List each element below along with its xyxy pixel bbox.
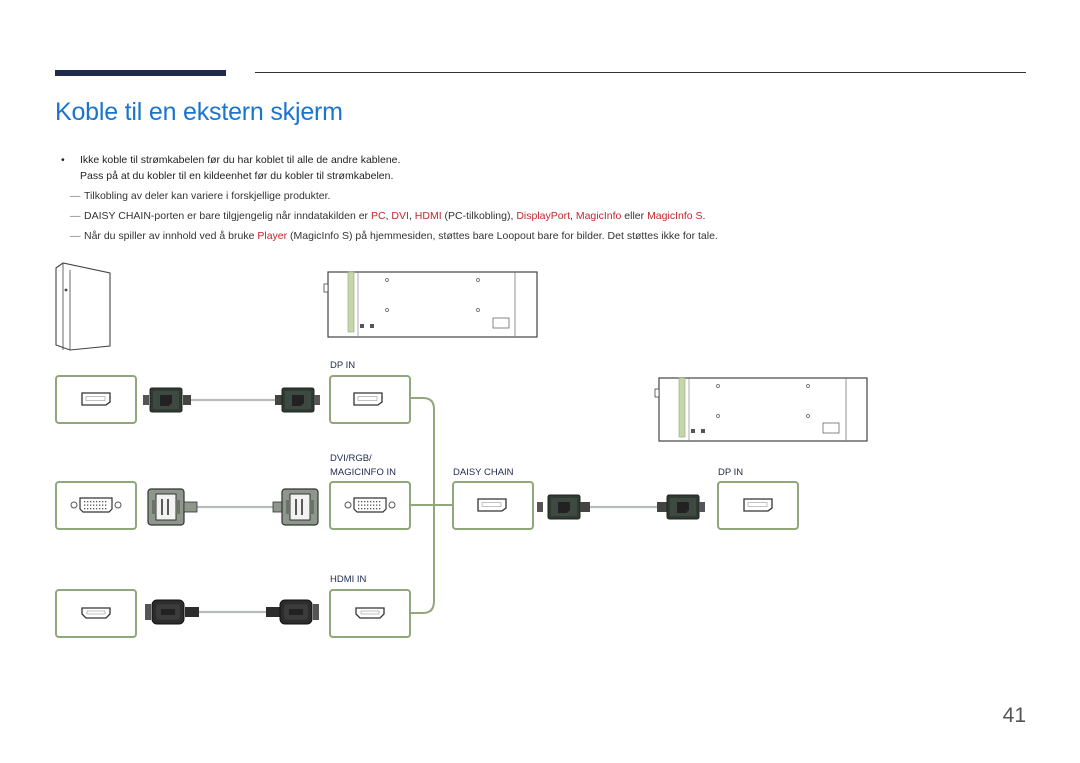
bullet-note: • Ikke koble til strømkabelen før du har… — [60, 152, 1020, 184]
port-label-magicinfo-in: MAGICINFO IN — [330, 467, 396, 478]
port-label-dp-in-second: DP IN — [718, 467, 743, 478]
dvi-plug-icon — [272, 488, 319, 526]
displayport-plug-icon — [143, 387, 191, 413]
note-1: — Tilkobling av deler kan variere i fors… — [60, 188, 1020, 204]
displayport-port-icon — [477, 498, 507, 512]
note-2-text: -porten er bare tilgjengelig når inndata… — [150, 210, 371, 222]
bullet-note-line-1: Ikke koble til strømkabelen før du har k… — [80, 154, 401, 166]
dash-icon: — — [70, 190, 81, 202]
note-2-displayport: DisplayPort — [516, 210, 570, 222]
monitor-back-icon — [654, 377, 868, 442]
hdmi-plug-icon — [145, 599, 199, 625]
note-3-text: ( — [287, 230, 294, 242]
note-2-hdmi: HDMI — [414, 210, 442, 222]
note-3-magicinfo-s: MagicInfo S — [293, 230, 349, 242]
note-3: — Når du spiller av innhold ved å bruke … — [60, 228, 1020, 244]
note-2-magicinfo-s: MagicInfo S — [647, 210, 703, 222]
notes-section: • Ikke koble til strømkabelen før du har… — [60, 152, 1020, 244]
note-2-text: eller — [621, 210, 648, 222]
header-bar-accent — [55, 70, 226, 76]
note-2-end: . — [702, 210, 706, 222]
bullet-icon: • — [61, 154, 65, 166]
displayport-port-icon — [743, 498, 773, 512]
hdmi-port-icon — [81, 607, 111, 619]
note-2-sep: , — [385, 210, 392, 222]
note-3-text: ) på hjemmesiden, støttes bare Loopout b… — [349, 230, 718, 242]
dash-icon: — — [70, 230, 81, 242]
port-label-dvi-rgb: DVI/RGB/ — [330, 453, 372, 464]
note-1-text: Tilkobling av deler kan variere i forskj… — [84, 190, 331, 202]
port-label-daisy-chain: DAISY CHAIN — [453, 467, 514, 478]
monitor-back-icon — [323, 271, 538, 338]
note-2: — DAISY CHAIN-porten er bare tilgjengeli… — [60, 208, 1020, 224]
note-3-text: Når du spiller av innhold ved å bruke — [84, 230, 258, 242]
note-2-text: (PC-tilkobling), — [441, 210, 517, 222]
displayport-port-icon — [353, 392, 383, 406]
note-2-pc: PC — [370, 210, 386, 222]
bullet-note-line-2: Pass på at du kobler til en kildeenhet f… — [80, 170, 394, 182]
note-2-dvi: DVI — [391, 210, 409, 222]
displayport-plug-icon — [275, 387, 320, 413]
page-title: Koble til en ekstern skjerm — [55, 98, 343, 126]
note-2-magicinfo: MagicInfo — [575, 210, 622, 222]
hdmi-plug-icon — [266, 599, 319, 625]
displayport-plug-icon — [537, 494, 590, 520]
dvi-plug-icon — [147, 488, 198, 526]
hdmi-port-icon — [355, 607, 385, 619]
displayport-plug-icon — [657, 494, 705, 520]
note-2-daisy-chain: DAISY CHAIN — [84, 210, 151, 222]
dash-icon: — — [70, 210, 81, 222]
header-rule — [255, 72, 1026, 73]
port-label-hdmi-in: HDMI IN — [330, 574, 367, 585]
note-2-sep: , — [570, 210, 576, 222]
port-label-dp-in: DP IN — [330, 360, 355, 371]
displayport-port-icon — [81, 392, 111, 406]
page-number: 41 — [1002, 704, 1026, 727]
note-2-sep: , — [408, 210, 415, 222]
note-3-player: Player — [257, 230, 288, 242]
pc-tower-icon — [55, 262, 111, 351]
